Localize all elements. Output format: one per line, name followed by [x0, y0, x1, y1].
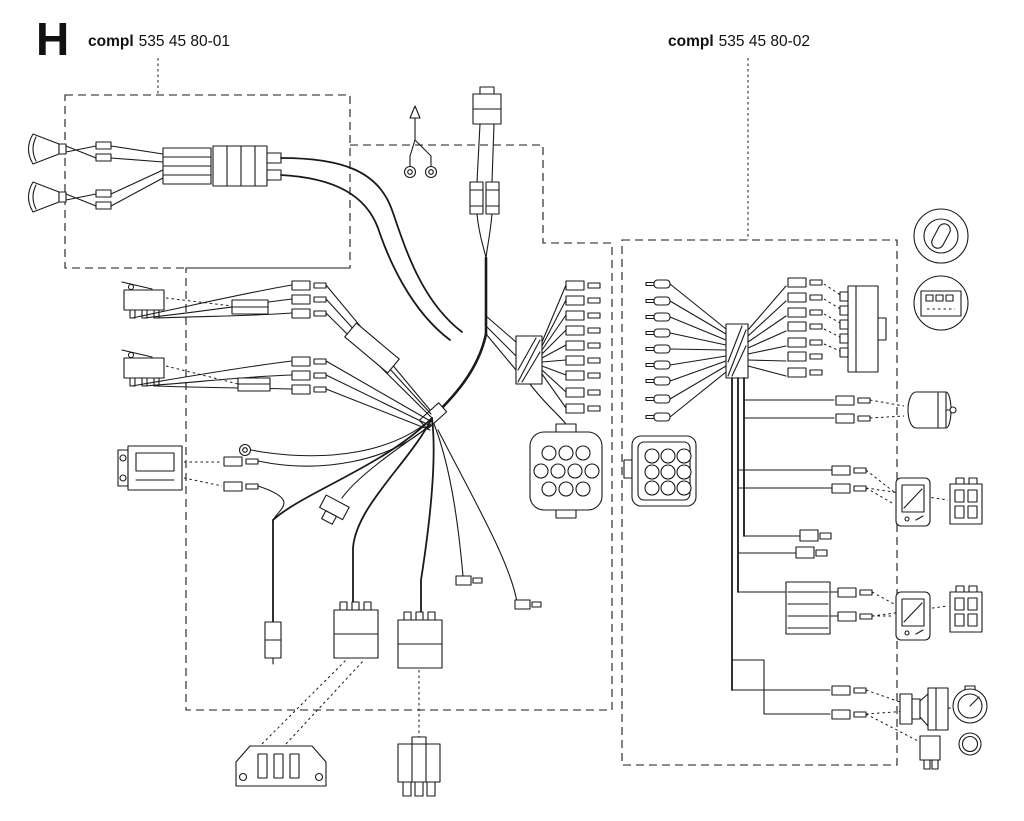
protective-sleeve — [344, 322, 400, 374]
leader — [869, 415, 905, 419]
inline-plug-right-1 — [799, 529, 832, 542]
assembly-label-2-prefix: compl — [668, 33, 714, 50]
ground-ring-terminals — [403, 139, 438, 179]
junction-splice-block — [515, 335, 543, 385]
switch-wire — [131, 360, 293, 387]
three-prong-plug — [397, 736, 441, 797]
round-multipin-connector — [529, 423, 603, 519]
rocker-switch-2 — [895, 591, 931, 641]
assembly-label-1-number: 535 45 80-01 — [138, 33, 231, 50]
top-connector — [472, 86, 502, 125]
headlamp-2 — [27, 169, 164, 213]
pin-connector-2 — [949, 585, 983, 633]
micro-switch-1 — [121, 281, 165, 319]
spade-terminal — [831, 709, 867, 720]
relay-wire — [257, 485, 285, 521]
spade-terminal — [831, 685, 867, 696]
spade-terminal — [835, 395, 871, 406]
switch-wire — [143, 374, 293, 387]
harness2-trunk — [731, 377, 835, 715]
leader — [865, 469, 895, 493]
spade-terminal — [291, 384, 327, 395]
headlamp-1 — [27, 133, 164, 165]
inline-plug-3 — [319, 494, 350, 525]
spade-terminal — [831, 483, 867, 494]
direction-arrow-icon — [409, 105, 421, 141]
relay-leader — [183, 477, 223, 487]
leader — [871, 605, 949, 617]
main-trunk — [418, 256, 517, 430]
inline-plug-1 — [455, 575, 483, 586]
inline-fuses — [469, 123, 500, 259]
switch-wire — [131, 284, 293, 319]
leader — [865, 689, 901, 703]
flasher-relay — [117, 445, 183, 491]
micro-switch-2 — [121, 349, 165, 387]
spade-terminal — [291, 280, 327, 291]
ring-terminal — [238, 443, 263, 457]
harness-wire — [280, 174, 451, 341]
spade-terminal — [223, 481, 259, 492]
horn-connector — [919, 735, 941, 770]
rocker-switch-1 — [895, 477, 931, 527]
pin-connector-1 — [949, 477, 983, 525]
ignition-switch — [913, 208, 969, 264]
assembly-leader — [285, 659, 365, 745]
bus-connector — [785, 581, 831, 635]
horn — [899, 687, 949, 731]
harness2-terminals — [747, 277, 843, 378]
spade-terminal — [837, 587, 873, 598]
inline-plug-right-2 — [795, 546, 828, 559]
voltage-regulator — [235, 745, 327, 787]
leader — [865, 487, 895, 505]
spade-terminal — [291, 308, 327, 319]
starter-solenoid — [907, 391, 957, 429]
leader — [871, 591, 895, 605]
fan-terminals-center — [541, 280, 601, 414]
wire-to-round-connector — [529, 383, 567, 425]
gauge — [952, 685, 988, 724]
leader — [869, 399, 905, 407]
assembly-leader — [261, 659, 347, 745]
spade-terminal — [835, 413, 871, 424]
switch-bracket-2 — [165, 365, 271, 392]
harness2-splice — [725, 323, 749, 379]
spade-terminal — [831, 465, 867, 476]
relay-wire — [261, 419, 431, 457]
spade-terminal — [291, 294, 327, 305]
sensor-ring — [958, 732, 982, 756]
square-multipin-connector — [623, 435, 697, 507]
branch-wires — [272, 417, 518, 623]
inline-plug-2 — [514, 599, 542, 610]
boundary-box-center — [185, 144, 613, 711]
switch-wire — [155, 312, 293, 319]
assembly-label-1-prefix: compl — [88, 33, 134, 50]
comb-connector — [839, 285, 887, 373]
relay-socket-2 — [397, 611, 443, 669]
headlamp-connector-block — [162, 145, 282, 187]
spade-terminal — [837, 611, 873, 622]
spade-terminal — [291, 356, 327, 367]
harness2-bullets — [645, 279, 727, 422]
spade-terminal — [291, 370, 327, 381]
leader — [865, 713, 921, 743]
switch-wire — [155, 385, 293, 390]
inline-connector-vertical — [264, 621, 282, 665]
switch-wire — [143, 298, 293, 319]
assembly-label-2-number: 535 45 80-02 — [718, 33, 811, 50]
harness-wire — [280, 157, 463, 333]
relay-socket-1 — [333, 601, 379, 659]
flange-connector — [913, 275, 969, 331]
spade-terminal — [223, 456, 259, 467]
section-letter: H — [36, 13, 70, 65]
switch-bracket-1 — [165, 297, 269, 315]
